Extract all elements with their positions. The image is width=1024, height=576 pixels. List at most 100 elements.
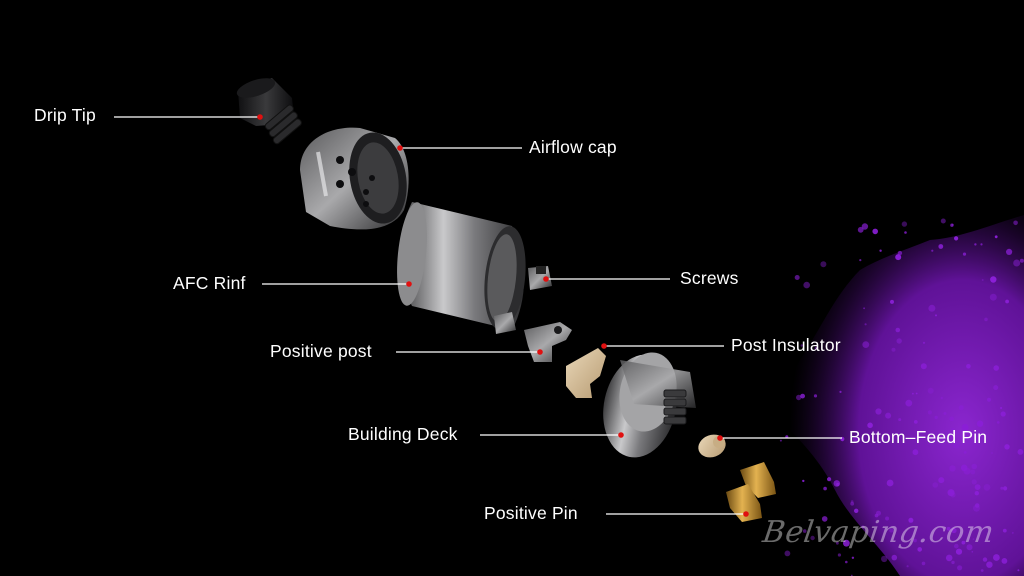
splash-speck [794, 275, 800, 280]
splash-speck [962, 252, 967, 256]
splash-speck [803, 281, 810, 289]
splash-speck [943, 412, 947, 415]
splash-speck [890, 299, 894, 304]
positive-pin-label: Positive Pin [484, 503, 578, 523]
splash-speck [802, 479, 805, 483]
splash-speck [950, 223, 954, 227]
splash-speck [963, 451, 967, 454]
splash-speck [940, 218, 946, 224]
splash-speck [932, 482, 939, 488]
splash-speck [904, 231, 907, 234]
splash-speck [954, 543, 959, 549]
splash-speck [938, 244, 944, 249]
splash-speck [945, 554, 953, 562]
splash-speck [867, 422, 873, 429]
splash-speck [857, 226, 864, 233]
splash-speck [784, 550, 791, 557]
splash-speck [876, 510, 881, 516]
splash-speck [974, 503, 980, 508]
splash-speck [853, 436, 859, 442]
splash-speck [917, 547, 922, 552]
splash-speck [980, 569, 984, 572]
splash-speck [921, 561, 926, 566]
splash-speck [993, 385, 999, 391]
splash-speck [961, 424, 969, 431]
splash-speck [891, 347, 896, 352]
splash-speck [1002, 528, 1007, 533]
splash-speck [859, 259, 862, 262]
splash-speck [984, 317, 988, 322]
splash-speck [949, 465, 956, 472]
splash-speck [1017, 569, 1020, 572]
splash-speck [972, 538, 975, 540]
splash-speck [983, 484, 991, 491]
splash-speck [1003, 486, 1008, 491]
splash-speck [976, 420, 984, 427]
building-deck-label: Building Deck [348, 424, 458, 444]
splash-speck [993, 554, 1000, 561]
splash-speck [915, 392, 918, 395]
splash-speck [966, 364, 971, 369]
splash-speck [934, 415, 938, 420]
splash-speck [980, 243, 983, 246]
positive-pin-dot [743, 511, 749, 517]
splash-speck [974, 484, 981, 490]
splash-speck [906, 565, 909, 568]
splash-speck [1004, 444, 1010, 450]
splash-speck [854, 508, 859, 513]
post-insulator-label: Post Insulator [731, 335, 841, 355]
splash-speck [837, 553, 842, 557]
splash-speck [839, 390, 842, 393]
splash-speck [814, 346, 818, 350]
splash-speck [973, 504, 980, 512]
splash-speck [863, 307, 865, 310]
splash-speck [845, 560, 848, 564]
splash-speck [971, 479, 977, 485]
splash-speck [913, 538, 917, 543]
splash-speck [1011, 531, 1014, 534]
splash-speck [1017, 449, 1024, 455]
splash-speck [951, 560, 955, 565]
splash-speck [908, 517, 914, 523]
splash-speck [927, 387, 934, 394]
splash-speck [1019, 258, 1024, 263]
splash-speck [961, 540, 966, 545]
splash-speck [949, 416, 955, 422]
airflow-cap-part [300, 127, 409, 230]
splash-speck [948, 490, 953, 495]
splash-speck [901, 221, 908, 227]
splash-speck [966, 544, 973, 551]
splash-speck [986, 561, 993, 568]
splash-speck [850, 501, 855, 506]
building-deck-dot [618, 432, 624, 438]
splash-speck [841, 439, 844, 442]
positive-post-part [524, 322, 572, 362]
splash-speck [913, 420, 918, 424]
splash-speck [861, 223, 869, 230]
splash-speck [1001, 558, 1008, 564]
splash-speck [931, 249, 934, 252]
splash-speck [833, 480, 841, 487]
splash-speck [851, 556, 855, 559]
watermark-logo: Belvaping.com [760, 515, 997, 550]
splash-speck [922, 341, 926, 344]
leader-lines [114, 116, 842, 515]
post-insulator-part [566, 348, 606, 398]
splash-speck [885, 516, 890, 521]
splash-speck [862, 341, 870, 348]
splash-speck [916, 436, 920, 439]
splash-speck [951, 428, 955, 432]
splash-speck [895, 254, 902, 261]
splash-speck [950, 492, 956, 498]
splash-speck [912, 449, 919, 456]
splash-speck [885, 412, 892, 419]
splash-speck [1013, 220, 1018, 226]
splash-speck [971, 551, 974, 553]
splash-speck [779, 439, 782, 442]
splash-speck [881, 555, 888, 563]
splash-speck [1000, 411, 1006, 417]
splash-speck [889, 528, 894, 533]
splash-speck [982, 557, 988, 562]
splash-speck [957, 565, 963, 571]
screws-label: Screws [680, 268, 739, 288]
